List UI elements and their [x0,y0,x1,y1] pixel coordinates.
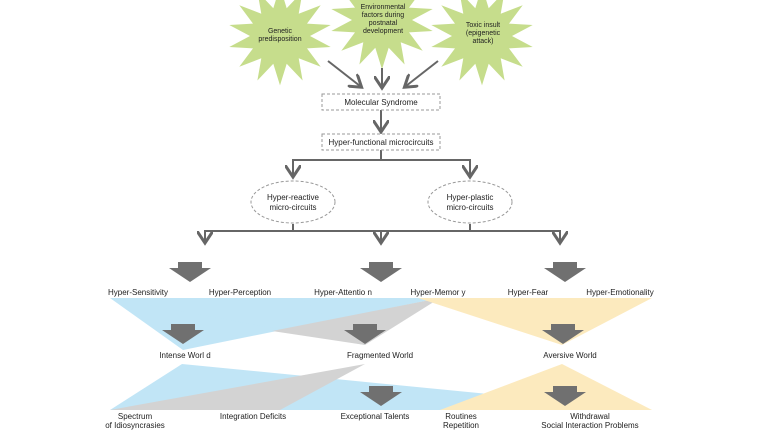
trait-hyper-sensitivity: Hyper-Sensitivity [108,288,168,297]
down-block-arrow-icon [544,262,586,282]
hyper-reactive-ellipse [250,180,336,224]
down-block-arrow-icon [162,324,204,344]
trait-hyper-attention: Hyper-Attentio n [314,288,372,297]
down-block-arrow-icon [169,262,211,282]
trait-hyper-memory: Hyper-Memor y [410,288,465,297]
molecular-syndrome-box [321,93,441,111]
down-block-arrow-icon [360,262,402,282]
microcircuits-box [321,133,441,151]
world-aversive: Aversive World [543,351,597,360]
star-toxic-icon [431,0,533,86]
down-block-arrow-icon [544,386,586,406]
triangle-aversive-outcomes [440,364,652,410]
converging-arrows [205,60,560,243]
down-block-arrow-icon [542,324,584,344]
trait-hyper-fear: Hyper-Fear [508,288,549,297]
triangle-aversive-world [418,298,652,345]
trait-hyper-perception: Hyper-Perception [209,288,271,297]
molecular-syndrome-label: Molecular Syndrome [344,98,418,107]
triangle-fragmented-world [272,298,440,345]
down-block-arrow-icon [344,324,386,344]
star-genetic-icon [229,0,331,86]
triangle-fragmented-outcomes [110,364,365,410]
world-fragmented: Fragmented World [347,351,413,360]
hyper-plastic-ellipse [427,180,513,224]
world-intense: Intense Worl d [159,351,210,360]
microcircuits-label: Hyper-functional microcircuits [329,138,434,147]
outcome-exceptional-talents: Exceptional Talents [341,412,410,421]
star-environmental-icon [331,0,433,70]
trait-hyper-emotionality: Hyper-Emotionality [586,288,654,297]
outcome-integration-deficits: Integration Deficits [220,412,286,421]
down-block-arrow-icon [360,386,402,406]
